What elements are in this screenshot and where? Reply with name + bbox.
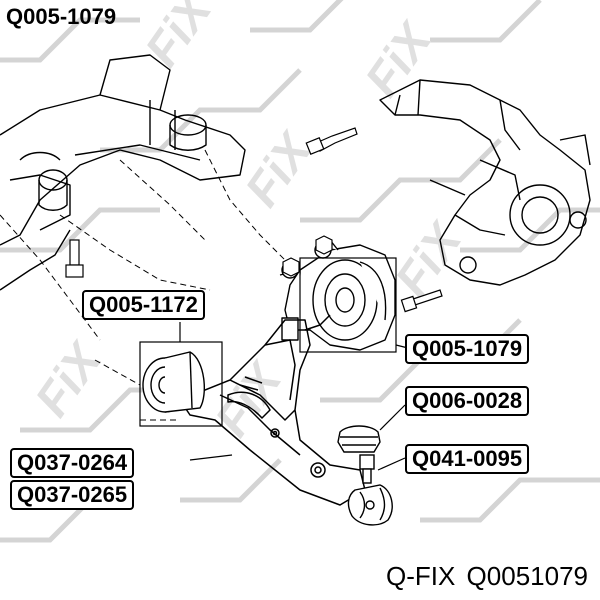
- lower-control-arm: [179, 314, 366, 506]
- leader-q041-0095: [377, 457, 406, 471]
- bolt-left: [65, 239, 84, 278]
- steering-knuckle: [379, 79, 591, 286]
- rear-bush-bracket: [279, 239, 396, 351]
- callout-label-q005-1079[interactable]: Q005-1079: [405, 334, 530, 364]
- watermark-logo: FiX: [236, 122, 324, 216]
- watermark-logo: FiX: [136, 0, 224, 76]
- bracket-nut: [282, 235, 333, 277]
- header-part-code: Q005-1079: [6, 4, 117, 29]
- bolt-knuckle: [400, 289, 443, 313]
- frame-q005-1079: [299, 257, 397, 353]
- frame-q005-1172: [139, 341, 223, 427]
- watermark-logo: FiX: [386, 212, 474, 306]
- callout-label-q037-0264[interactable]: Q037-0264: [10, 448, 135, 478]
- assembly-guides: [0, 149, 291, 421]
- subframe: [0, 54, 246, 291]
- leader-q006-0028: [379, 404, 406, 431]
- ball-joint: [347, 454, 393, 526]
- bolt-upper: [305, 127, 358, 155]
- watermark-logo: FiX: [206, 352, 294, 446]
- callout-label-q041-0095[interactable]: Q041-0095: [405, 444, 530, 474]
- footer-brand: Q-FIX: [385, 561, 456, 591]
- footer-brand-line: Q-FIX Q0051079: [386, 561, 588, 592]
- watermark-logo: FiX: [356, 12, 444, 106]
- callout-frames: [139, 257, 409, 471]
- watermark-pattern: [0, 0, 600, 543]
- watermark-logo: FiX: [26, 332, 114, 426]
- callout-label-q006-0028[interactable]: Q006-0028: [405, 386, 530, 416]
- callout-label-q037-0265[interactable]: Q037-0265: [10, 480, 135, 510]
- leader-q037-0264: [189, 454, 233, 461]
- footer-part-number: Q0051079: [466, 561, 588, 591]
- callout-label-q005-1172[interactable]: Q005-1172: [82, 290, 205, 320]
- ball-joint-boot: [337, 425, 381, 453]
- front-bush: [142, 351, 205, 413]
